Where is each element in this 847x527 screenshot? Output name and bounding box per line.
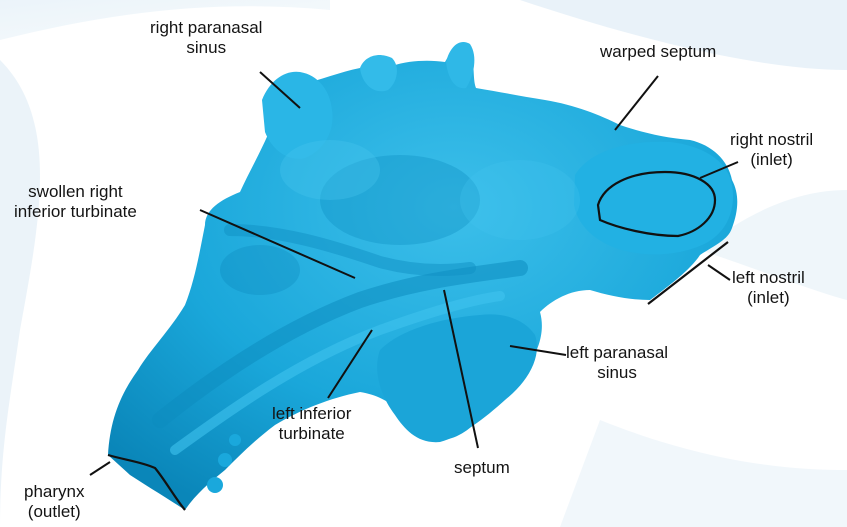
model-right-nostril-lobe [574,142,733,255]
label-warped-septum: warped septum [600,42,716,62]
label-left-inferior-turbinate: left inferior turbinate [272,404,351,444]
label-septum: septum [454,458,510,478]
label-left-nostril: left nostril (inlet) [732,268,805,308]
label-right-paranasal-sinus: right paranasal sinus [150,18,262,58]
label-swollen-right-inferior-turbinate: swollen right inferior turbinate [14,182,137,222]
label-left-paranasal-sinus: left paranasal sinus [566,343,668,383]
label-pharynx: pharynx (outlet) [24,482,84,522]
label-right-nostril: right nostril (inlet) [730,130,813,170]
